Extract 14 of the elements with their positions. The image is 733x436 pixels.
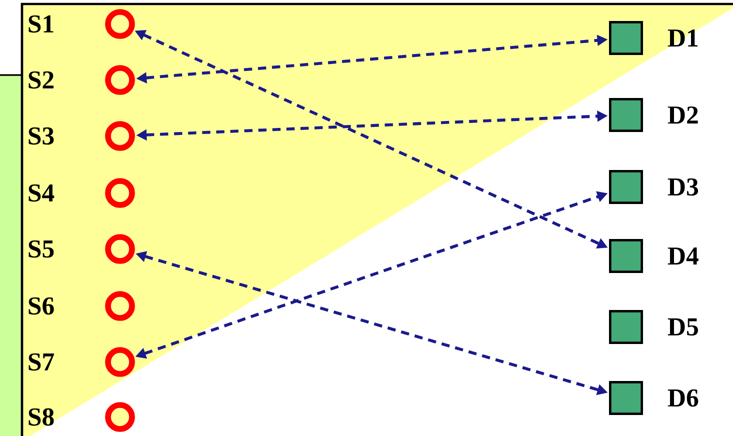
terminal-label: S1 [28,15,54,33]
terminal-label: S2 [28,71,54,89]
terminal-label: S4 [28,184,54,202]
terminal-label: D3 [668,178,698,196]
terminal-label: S8 [28,408,54,426]
terminal-label: S6 [28,297,54,315]
terminal-label: D5 [668,318,698,336]
terminal-label: D4 [668,248,698,265]
terminal-label: S7 [28,353,54,371]
terminal-label: S3 [28,127,54,145]
terminal-label: D6 [668,389,698,407]
terminal-label: S5 [28,240,54,258]
terminal-label: D1 [668,29,698,47]
terminal-label: D2 [668,106,698,124]
